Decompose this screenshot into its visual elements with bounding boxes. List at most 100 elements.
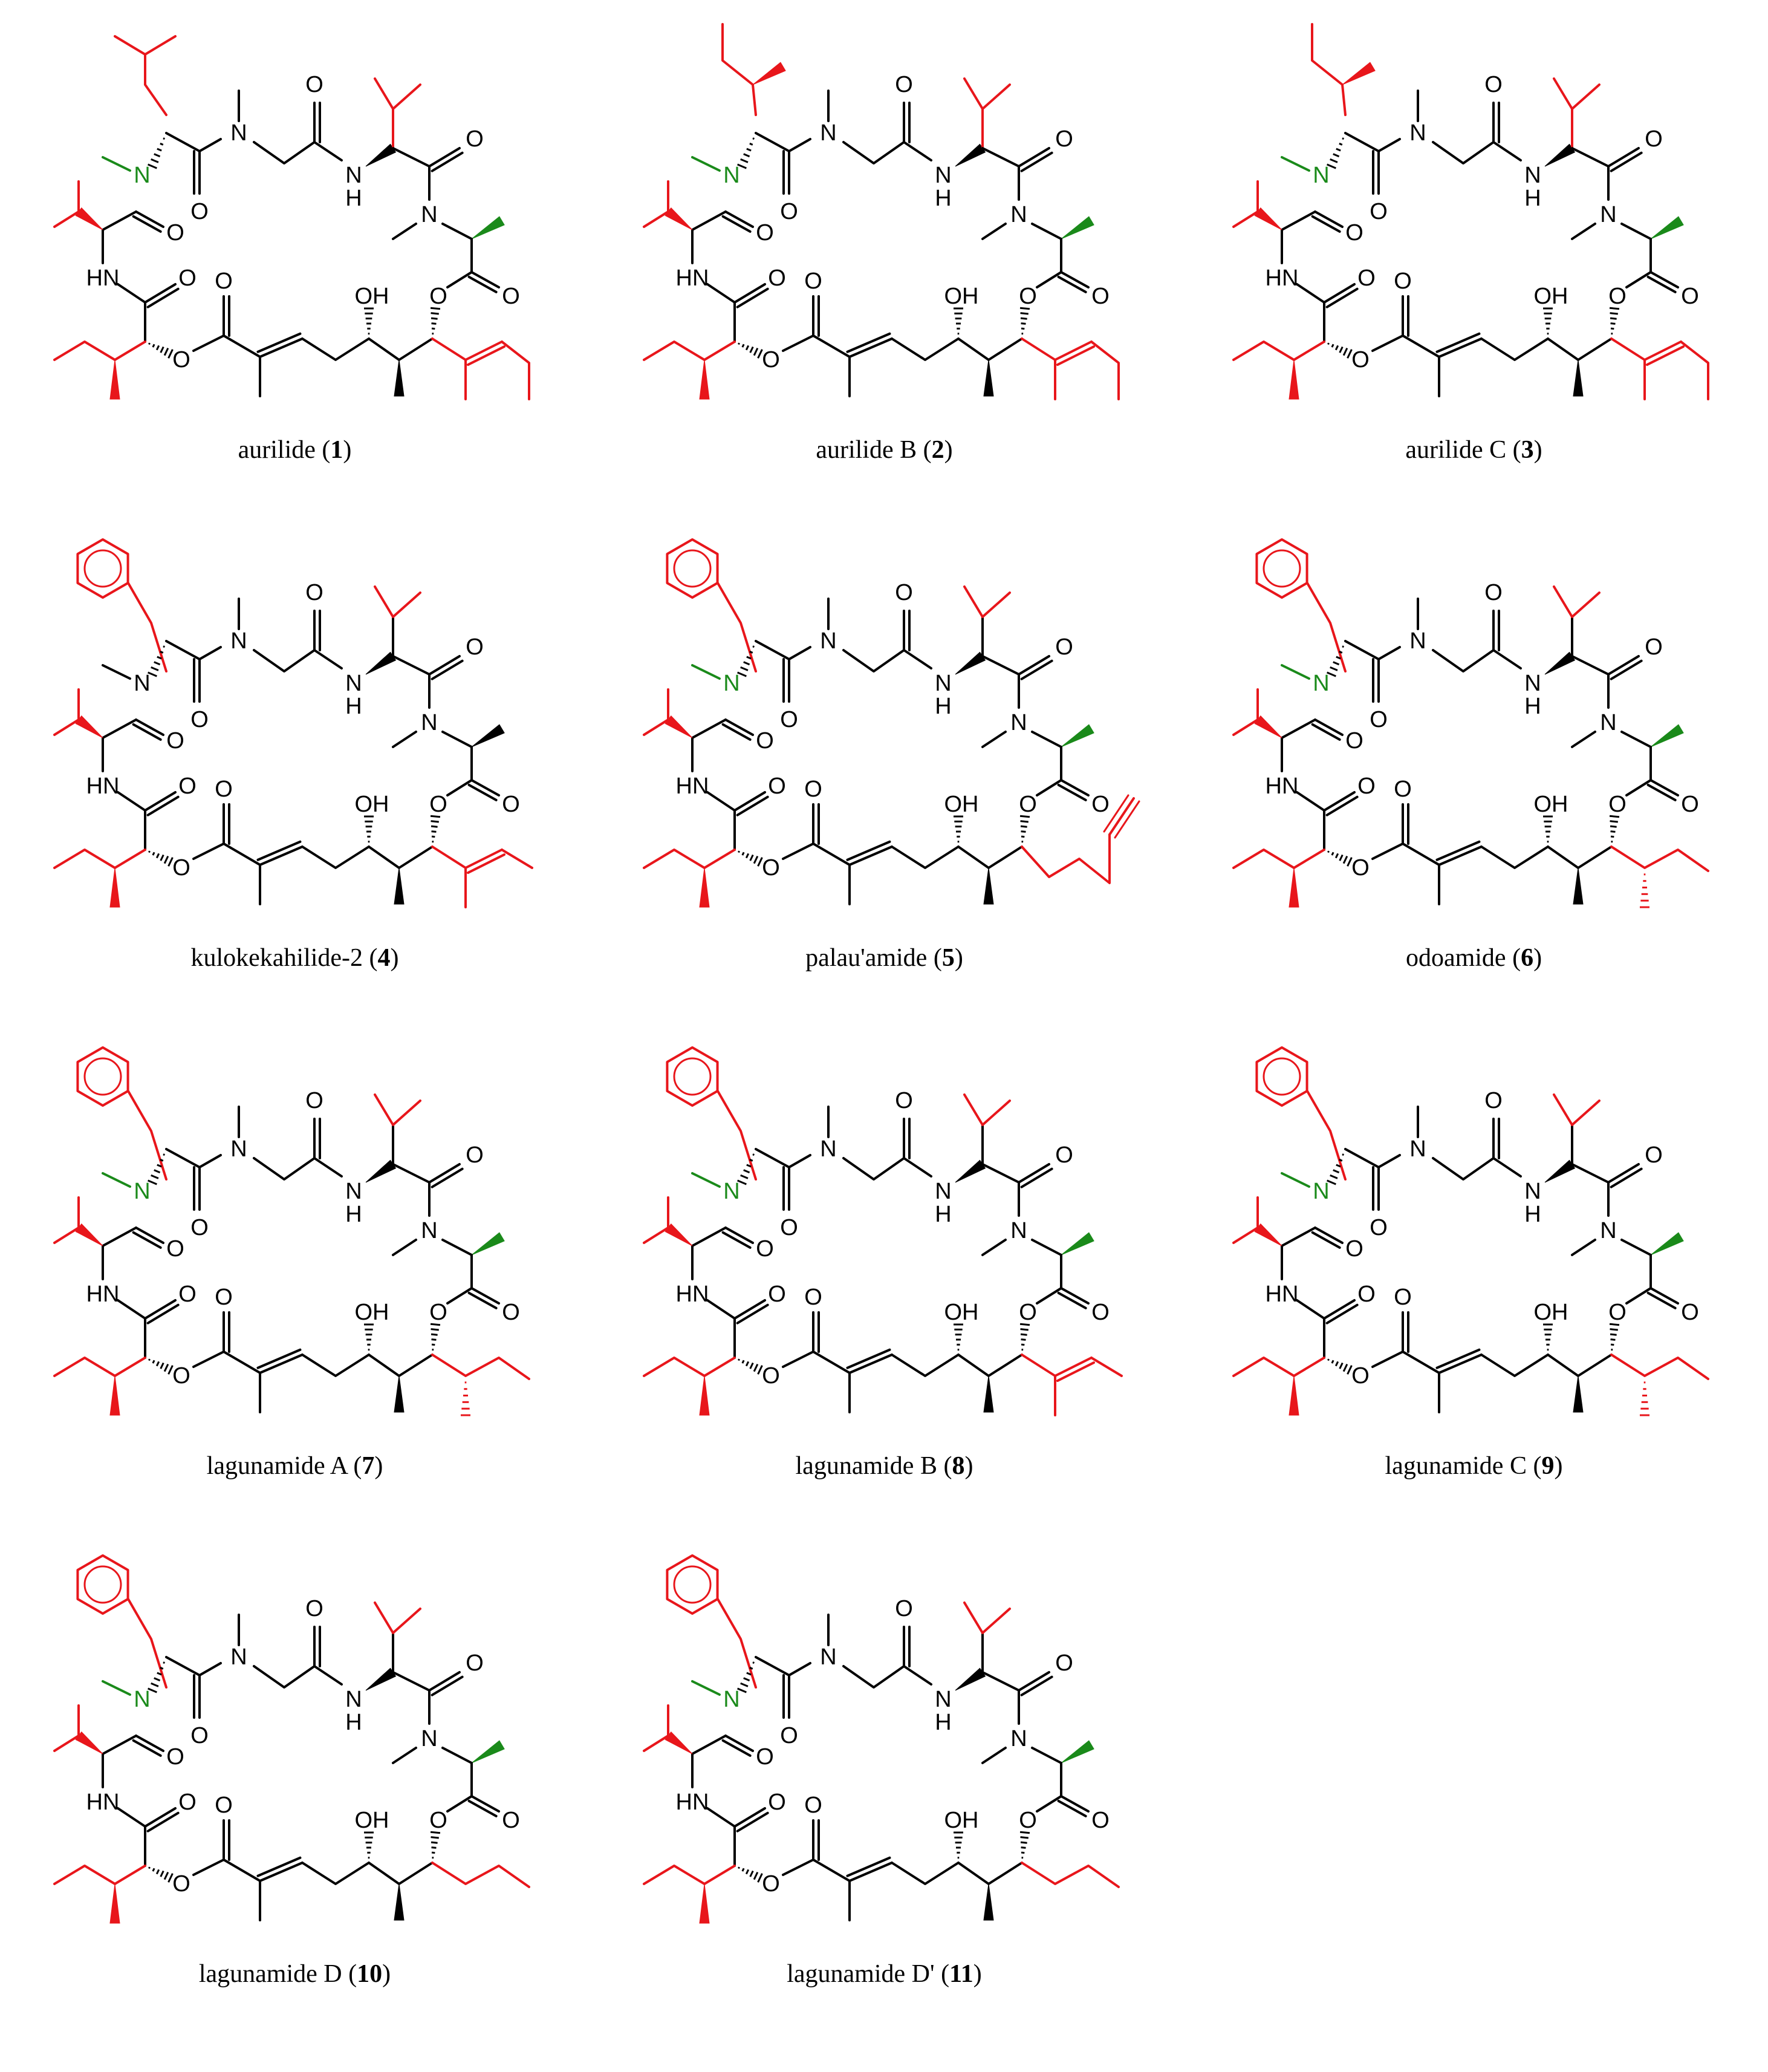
n-methyl-nitrogen: N — [723, 671, 739, 696]
hydroxy-stereo — [364, 1831, 374, 1859]
backbone — [1036, 271, 1062, 288]
alpha-wedge — [365, 1159, 397, 1183]
ester-oxygen: O — [1019, 284, 1037, 309]
backbone — [1031, 1747, 1062, 1764]
backbone — [842, 141, 905, 165]
n-methyl-nitrogen: N — [134, 671, 150, 696]
side-methyl — [643, 210, 669, 228]
backbone — [706, 1299, 736, 1320]
amide-carbonyl — [1325, 795, 1359, 816]
n-methyl — [102, 1680, 131, 1696]
val-methyl — [1553, 77, 1573, 110]
backbone — [117, 1807, 146, 1828]
n-methyl — [392, 1747, 417, 1764]
amide-carbonyl — [146, 1303, 180, 1324]
ester-carbonyl — [1060, 779, 1090, 797]
carbonyl-oxygen: O — [1091, 792, 1110, 817]
n-methyl-nitrogen: N — [1313, 1179, 1329, 1204]
carbonyl — [431, 151, 464, 172]
hydroxyacid-stereo — [148, 850, 174, 867]
benzyl-link — [127, 1090, 167, 1181]
enoate-alkene — [259, 845, 304, 866]
hiva-chain — [703, 1357, 736, 1377]
n-methyl — [392, 731, 417, 748]
backbone — [1625, 779, 1652, 797]
side-methyl — [53, 210, 80, 228]
val-methyl — [981, 1608, 1011, 1634]
pk-methyl — [1573, 359, 1584, 397]
carbonyl-oxygen: O — [768, 1790, 786, 1815]
sarcosine-nitrogen: N — [1409, 120, 1426, 146]
backbone — [1432, 649, 1495, 673]
val-methyl — [981, 591, 1011, 618]
polyketide — [192, 1350, 225, 1368]
pk-methyl — [983, 1375, 994, 1413]
hiva-chain — [1293, 849, 1325, 869]
amide-hydrogen: H — [935, 186, 951, 211]
ala-methyl — [471, 1740, 505, 1764]
backbone — [981, 655, 1020, 676]
amide-hydrogen: H — [1524, 186, 1541, 211]
amide-carbonyl — [1323, 791, 1356, 812]
tail-methyl — [1640, 1381, 1649, 1416]
carbonyl-oxygen: O — [895, 580, 913, 605]
carbonyl-oxygen: O — [1394, 269, 1412, 294]
ester-oxygen: O — [1019, 1808, 1037, 1833]
backbone — [1296, 791, 1325, 812]
carbonyl-oxygen: O — [1394, 1285, 1412, 1310]
hiva-methyl — [1289, 867, 1299, 908]
amide-carbonyl — [733, 791, 766, 812]
hiva-methyl — [1289, 359, 1299, 400]
carbonyl-oxygen: O — [178, 774, 197, 799]
enoate-alkene — [848, 1862, 893, 1882]
hydroxyl: OH — [1534, 1300, 1568, 1325]
carbonyl — [1607, 1163, 1640, 1184]
backbone — [102, 1227, 137, 1280]
backbone — [842, 649, 905, 673]
val-methyl — [392, 1608, 421, 1634]
compound-name: aurilide B — [816, 436, 917, 464]
compound-caption: lagunamide C (9) — [1385, 1452, 1563, 1480]
hiva-chain — [703, 849, 736, 869]
compound-name: lagunamide C — [1385, 1452, 1527, 1480]
backbone — [117, 283, 146, 304]
carbonyl — [428, 1163, 461, 1184]
pk-methyl — [394, 1883, 405, 1921]
n-methyl — [1281, 664, 1310, 680]
ester-oxygen: O — [1019, 1300, 1037, 1325]
carbonyl-oxygen: O — [502, 1808, 520, 1833]
ester-oxygen: O — [172, 855, 190, 881]
hydroxyl: OH — [355, 1300, 389, 1325]
polyketide — [1371, 842, 1404, 860]
backbone — [1281, 210, 1316, 264]
polyketide — [782, 334, 814, 352]
carbonyl-oxygen: O — [1370, 1215, 1388, 1240]
backbone — [165, 1148, 222, 1168]
tail — [431, 337, 467, 361]
backbone — [1492, 1157, 1522, 1178]
amide-nitrogen: N — [345, 1179, 362, 1204]
carbonyl-oxygen: O — [1645, 126, 1663, 152]
amide-carbonyl — [1311, 723, 1341, 741]
carbonyl-oxygen: O — [466, 1142, 484, 1168]
tail — [431, 845, 467, 869]
carbonyl-oxygen: O — [466, 634, 484, 660]
backbone — [313, 649, 343, 669]
backbone — [441, 731, 473, 748]
hydroxyacid-stereo — [148, 1866, 174, 1883]
backbone — [755, 132, 811, 152]
backbone — [1344, 1148, 1401, 1168]
enoate-alkene — [848, 337, 893, 358]
amide-carbonyl — [721, 1231, 752, 1249]
tail — [1021, 337, 1056, 361]
benzene-ring — [666, 1046, 719, 1107]
alpha-wedge — [955, 651, 986, 675]
backbone — [102, 1735, 137, 1788]
hiva-chain — [114, 1357, 146, 1377]
n-methyl-nitrogen: N — [134, 1179, 150, 1204]
carbonyl-oxygen: O — [1681, 284, 1699, 309]
side-methyl — [53, 718, 80, 736]
carbonyl — [1018, 1163, 1050, 1184]
ester-oxygen: O — [1351, 1363, 1370, 1389]
